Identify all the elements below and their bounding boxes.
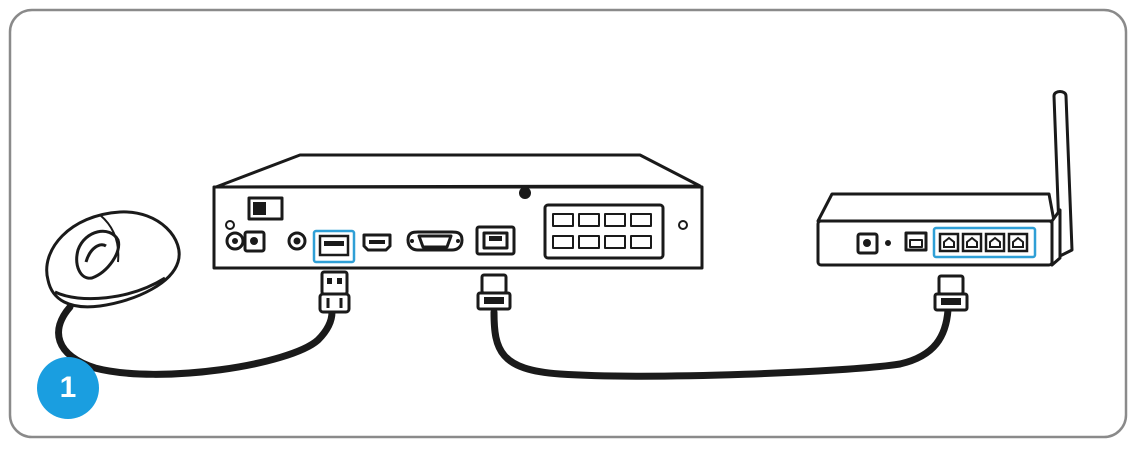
ethernet-plug-nvr [476, 273, 512, 311]
step-number: 1 [59, 371, 77, 404]
usb-mouse [45, 210, 181, 309]
nvr-rear-panel [212, 153, 704, 270]
router-lan-ports [932, 226, 1037, 259]
nvr-usb-port [312, 229, 356, 264]
ethernet-plug-router [933, 274, 969, 312]
usb-plug [318, 270, 351, 314]
step-number-badge: 1 [37, 357, 99, 419]
usb-cable [55, 303, 336, 378]
ethernet-cable [490, 306, 952, 380]
